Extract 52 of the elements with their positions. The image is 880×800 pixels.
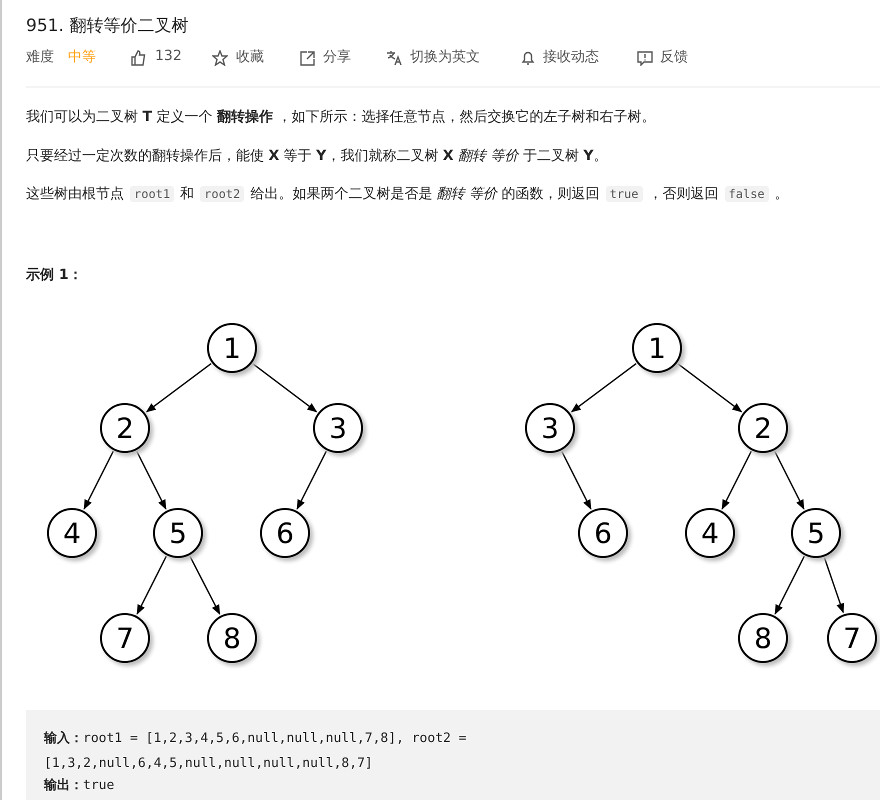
tree-node: 3 [313, 403, 363, 453]
tree-node: 6 [578, 508, 628, 558]
section-heading: 示例 1： [26, 266, 83, 284]
paragraph: 只要经过一定次数的翻转操作后，能使 X 等于 Y，我们就称二叉树 X 翻转 等价 于二叉树 Y。 [26, 147, 608, 165]
tree-node: 4 [685, 508, 735, 558]
inline-code: true [606, 186, 643, 202]
tree-node: 8 [738, 613, 788, 663]
toolbar-link: 切换为英文 [410, 48, 480, 66]
inline-code: root1 [130, 186, 174, 202]
arrow [561, 450, 592, 510]
tree-node: 3 [525, 403, 575, 453]
tree-node: 2 [100, 403, 150, 453]
toolbar-link: 反馈 [660, 48, 688, 66]
page-title: 951. 翻转等价二叉树 [26, 15, 188, 37]
tree-node: 7 [100, 613, 150, 663]
tree-node: 1 [632, 323, 682, 373]
arrow [722, 450, 752, 510]
arrow [146, 363, 212, 412]
paragraph-text: 给出。如果两个二叉树是否是 翻转 等价 的函数，则返回 [250, 185, 600, 203]
tree-node: 4 [47, 508, 97, 558]
arrow [252, 363, 318, 412]
arrow [84, 450, 114, 510]
tree-node: 6 [260, 508, 310, 558]
tree-node: 5 [153, 508, 203, 558]
difficulty-level: 中等 [68, 48, 96, 66]
inline-code: false [724, 186, 769, 202]
arrow [774, 556, 805, 615]
arrow [677, 363, 742, 412]
toolbar-link: 接收动态 [543, 48, 599, 66]
arrow [189, 556, 220, 615]
arrow [824, 557, 844, 614]
arrow [774, 450, 804, 510]
tree-node: 8 [207, 613, 257, 663]
tree-node: 5 [791, 508, 841, 558]
paragraph: 我们可以为二叉树 T 定义一个 翻转操作 ，如下所示：选择任意节点，然后交换它的左子树和右子树。 [26, 108, 656, 126]
tree-node: 2 [738, 403, 788, 453]
paragraph-text: 。 [774, 185, 789, 203]
arrow [570, 363, 637, 412]
inline-code: root2 [200, 186, 244, 202]
tree-node: 1 [207, 323, 257, 373]
arrow [136, 450, 166, 510]
difficulty-label: 难度 [26, 48, 54, 66]
arrow [296, 450, 327, 510]
paragraph-text: 和 [180, 185, 194, 203]
paragraph-text: ，否则返回 [648, 185, 719, 203]
paragraph-text: 这些树由根节点 [26, 185, 124, 203]
tree-node: 7 [827, 613, 877, 663]
toolbar-link: 分享 [323, 48, 351, 66]
example-text: 输出：true [44, 777, 114, 794]
toolbar-link: 收藏 [236, 48, 264, 66]
arrow [136, 556, 167, 615]
like-count: 132 [155, 48, 182, 64]
